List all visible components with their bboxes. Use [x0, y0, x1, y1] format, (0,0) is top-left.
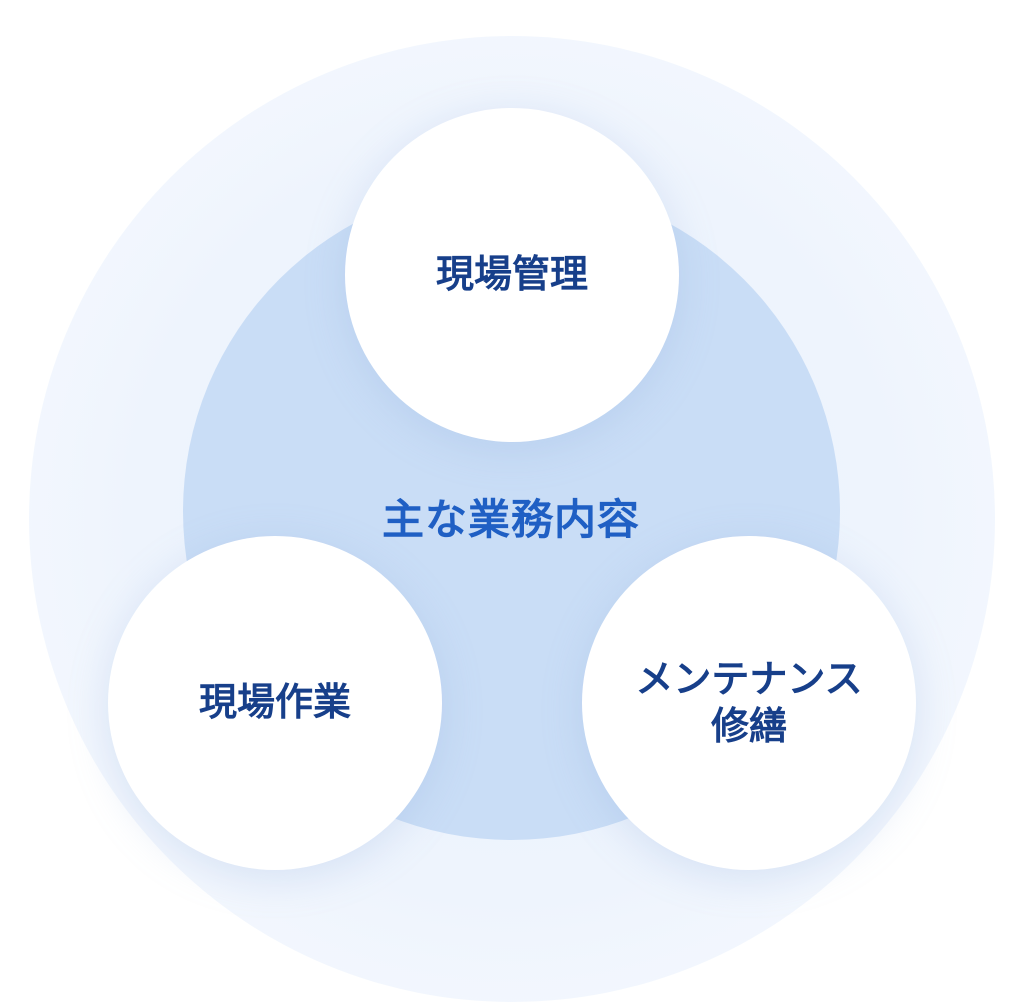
node-site-work-label: 現場作業 — [198, 680, 351, 725]
node-site-management: 現場管理 — [345, 108, 679, 442]
center-label: 主な業務内容 — [381, 494, 640, 544]
node-maintenance-repair: メンテナンス 修繕 — [582, 536, 916, 870]
node-site-work: 現場作業 — [108, 536, 442, 870]
node-maintenance-label-line1: メンテナンス — [635, 656, 863, 701]
node-maintenance-label-line2: 修繕 — [710, 704, 787, 748]
node-site-management-label: 現場管理 — [435, 252, 588, 297]
